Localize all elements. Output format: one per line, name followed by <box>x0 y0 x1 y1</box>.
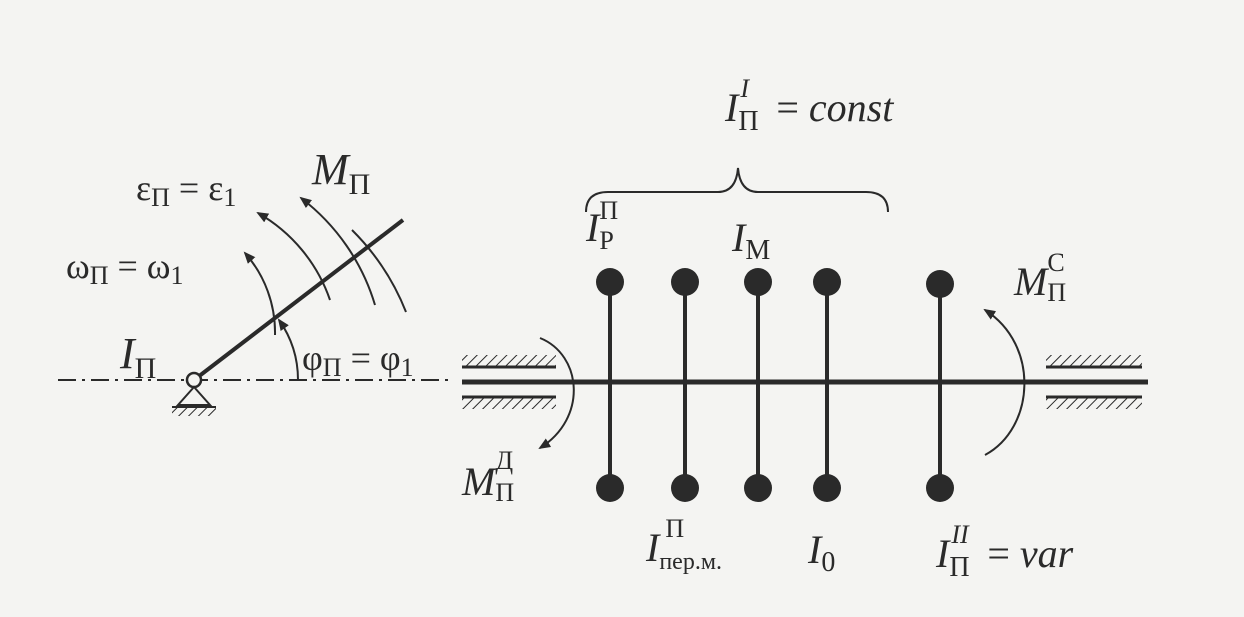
moment-arc <box>299 196 376 306</box>
inertia-label: IП <box>120 329 157 385</box>
disk-motor <box>744 268 772 502</box>
ground-hatch <box>172 408 216 416</box>
disk-zero <box>813 268 841 502</box>
const-brace <box>585 167 889 213</box>
const-group-label: I I П = const <box>725 74 894 137</box>
pivot-support <box>175 385 213 406</box>
motor-label: IМ <box>732 215 771 266</box>
outer-arc <box>351 229 407 313</box>
drive-moment-arc <box>538 337 575 450</box>
epsilon-arc <box>256 212 331 301</box>
bearing-left-top <box>462 355 556 367</box>
transmission-label: I П пер.м. <box>646 514 723 575</box>
drive-moment-label: M Д П <box>462 446 515 507</box>
bearing-left-bottom <box>462 397 556 409</box>
bearing-right-top <box>1046 355 1142 367</box>
omega-arc <box>243 251 277 336</box>
var-group-label: I II П = var <box>936 520 1074 583</box>
resist-moment-label: M С П <box>1014 248 1067 307</box>
disk-variable <box>926 270 954 502</box>
zero-label: I0 <box>808 527 836 578</box>
crank-model <box>58 196 450 416</box>
moment-label: MП <box>312 145 371 201</box>
crank-pivot <box>185 371 203 389</box>
omega-label: ωП = ω1 <box>66 246 184 290</box>
resist-moment-arc <box>983 308 1026 456</box>
angle-arc <box>277 318 300 381</box>
shaft-model <box>462 167 1148 502</box>
disk-transmission <box>671 268 699 502</box>
disk-rotor <box>596 268 624 502</box>
rotor-label: I П Р <box>586 196 619 255</box>
phi-label: φП = φ1 <box>302 338 414 382</box>
bearing-right-bottom <box>1046 397 1142 409</box>
epsilon-label: εП = ε1 <box>136 168 237 212</box>
